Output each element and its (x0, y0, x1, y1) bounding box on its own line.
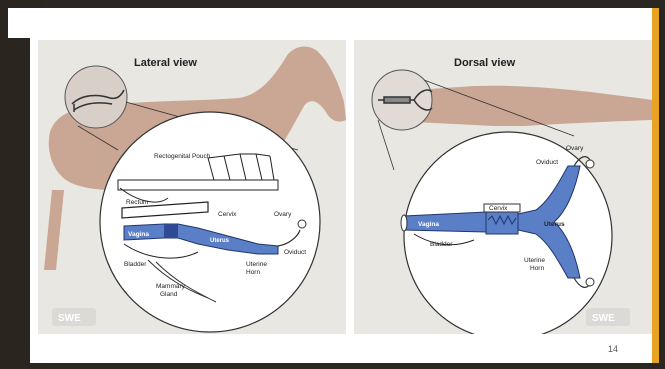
slide-number: 14 (608, 344, 618, 354)
label-rectogenital-pouch: Rectogenital Pouch (154, 153, 211, 160)
label-mammary-gland-line-2: Gland (160, 291, 178, 298)
ovary-lower-shape (586, 278, 594, 286)
ovary-upper-shape (586, 160, 594, 168)
accent-bar (652, 8, 659, 363)
watermark-text: SWE (592, 313, 615, 324)
cervix-shape (164, 224, 178, 238)
label-uterus: Uterus (210, 238, 230, 244)
slide-corner-tab (8, 8, 30, 38)
label-cervix: Cervix (218, 211, 237, 218)
label-oviduct: Oviduct (536, 159, 558, 166)
label-uterine-horn-line-2: Horn (246, 269, 260, 276)
label-vagina: Vagina (128, 231, 149, 238)
lateral-view-diagram: Lateral view Rectogenital Pouch Rectum C… (38, 40, 346, 334)
label-uterus: Uterus (544, 221, 565, 228)
vagina-opening (401, 215, 407, 231)
ovary-shape (298, 220, 306, 228)
dorsal-view-title: Dorsal view (454, 57, 516, 69)
vagina-shape (404, 212, 486, 232)
label-ovary: Ovary (566, 145, 584, 152)
label-rectum: Rectum (126, 199, 148, 206)
lateral-view-panel: Lateral view Rectogenital Pouch Rectum C… (38, 40, 346, 334)
watermark-text: SWE (58, 313, 81, 324)
label-ovary: Ovary (274, 211, 292, 218)
dorsal-view-diagram: Dorsal view Ovary Oviduct Cervix Vagina … (354, 40, 652, 334)
label-uterine-horn-line-1: Uterine (246, 261, 267, 268)
label-oviduct: Oviduct (284, 249, 306, 256)
label-mammary-gland-line-1: Mammary (156, 283, 186, 290)
label-uterine-horn-line-2: Horn (530, 265, 544, 272)
label-uterine-horn-line-1: Uterine (524, 257, 545, 264)
label-vagina: Vagina (418, 221, 439, 228)
label-bladder: Bladder (430, 241, 453, 248)
dorsal-view-panel: Dorsal view Ovary Oviduct Cervix Vagina … (354, 40, 652, 334)
label-bladder: Bladder (124, 261, 147, 268)
lateral-view-title: Lateral view (134, 57, 197, 69)
label-cervix: Cervix (489, 205, 508, 212)
